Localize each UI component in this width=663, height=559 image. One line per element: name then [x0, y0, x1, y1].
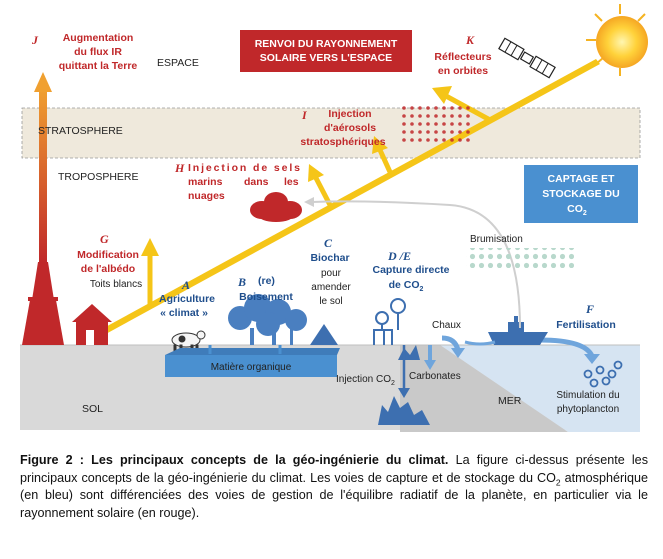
- zone-troposphere: TROPOSPHERE: [58, 171, 139, 183]
- concept-g-sub: Toits blancs: [90, 279, 142, 290]
- concept-de-line2: de CO2: [389, 279, 424, 293]
- house-icon: [72, 304, 112, 345]
- concept-g-line2: de l'albédo: [81, 263, 135, 275]
- zone-sea: MER: [498, 395, 522, 407]
- concept-b-letter: B: [237, 275, 246, 289]
- figure-caption: Figure 2 : Les principaux concepts de la…: [20, 452, 648, 522]
- carbonates-arrowhead: [424, 360, 436, 370]
- label-chaux: Chaux: [432, 320, 461, 331]
- chaux-arrowhead: [451, 348, 465, 358]
- caption-subscript: 2: [555, 477, 561, 488]
- concept-a-line1: Agriculture: [159, 293, 215, 305]
- concept-i-line2: d'aérosols: [324, 122, 376, 134]
- stratosphere-band: [21, 107, 641, 159]
- label-stimulation-2: phytoplancton: [557, 404, 619, 415]
- concept-j-line1: Augmentation: [63, 32, 134, 44]
- phytoplankton-icon: [583, 360, 623, 388]
- brumisation-path: [311, 200, 521, 329]
- blue-box-line1: CAPTAGE ET: [548, 173, 615, 185]
- radiation-management-box: [240, 30, 412, 72]
- satellite-icon: [498, 37, 556, 79]
- concept-k-line2: en orbites: [438, 65, 488, 77]
- caption-title: Figure 2 : Les principaux concepts de la…: [20, 453, 449, 467]
- concept-i-line1: Injection: [328, 108, 371, 120]
- concept-c-line1: pour: [321, 268, 342, 279]
- soil-slope: [400, 345, 568, 432]
- concept-h-line2a: marins: [188, 176, 223, 188]
- sunlight-beam: [100, 59, 600, 335]
- label-carbonates: Carbonates: [409, 371, 461, 382]
- forest-icon: [228, 294, 307, 345]
- infrared-arrow: [34, 72, 52, 263]
- caption-text-2: atmosphérique (en bleu) sont différencié…: [20, 470, 648, 520]
- co2-reservoir: [378, 396, 430, 425]
- brumisation-arrowhead: [304, 197, 314, 207]
- concept-c-title: Biochar: [310, 252, 349, 264]
- concept-h-line1: Injection de sels: [188, 162, 300, 174]
- concept-h-line3: nuages: [188, 190, 225, 202]
- label-injection-co2: Injection CO2: [336, 374, 395, 387]
- label-stimulation-1: Stimulation du: [556, 390, 619, 401]
- reflection-arrows: [141, 86, 492, 305]
- concept-c-line3: le sol: [319, 296, 342, 307]
- concept-h-line2b: dans: [244, 176, 269, 188]
- concept-c-line2: amender: [311, 282, 351, 293]
- label-brumisation: Brumisation: [470, 234, 523, 245]
- concept-de-letter: D /E: [387, 249, 411, 263]
- aerosol-dots: [398, 105, 470, 145]
- concept-i-letter: I: [301, 108, 308, 122]
- concept-j-letter: J: [31, 33, 39, 47]
- concept-g-line1: Modification: [77, 249, 139, 261]
- label-matiere-organique: Matière organique: [211, 362, 292, 373]
- concept-a-line2: « climat »: [160, 307, 208, 319]
- zone-stratosphere: STRATOSPHERE: [38, 125, 123, 137]
- concept-f-letter: F: [585, 302, 594, 316]
- caption-text-1: La figure ci-dessus présente les princip…: [20, 453, 648, 485]
- fertilisation-arrowhead: [584, 354, 600, 364]
- capture-storage-box: [524, 165, 638, 223]
- concept-de-line1: Capture directe: [372, 264, 449, 276]
- red-box-line2: SOLAIRE VERS L'ESPACE: [260, 52, 392, 64]
- concept-j-line3: quittant la Terre: [59, 60, 138, 72]
- direct-air-capture-icon: [373, 298, 406, 345]
- blue-box-line2: STOCKAGE DU: [542, 188, 619, 200]
- concept-a-letter: A: [181, 278, 190, 292]
- tower-icon: [22, 262, 64, 345]
- concept-f-line: Fertilisation: [556, 319, 616, 331]
- concept-h-letter: H: [174, 161, 185, 175]
- zone-soil: SOL: [82, 403, 103, 415]
- fertilisation-arrow: [539, 337, 595, 358]
- ship-icon: [464, 316, 548, 346]
- red-box-line1: RENVOI DU RAYONNEMENT: [255, 38, 398, 50]
- sea-water: [440, 345, 640, 432]
- biochar-pile: [310, 324, 338, 345]
- concept-h-line2c: les: [284, 176, 299, 188]
- concept-c-letter: C: [324, 236, 333, 250]
- concept-i-line3: stratosphériques: [300, 136, 385, 148]
- injection-arrowhead: [398, 388, 410, 398]
- blue-box-line3: CO2: [567, 203, 587, 217]
- concept-k-line1: Réflecteurs: [434, 51, 491, 63]
- brumisation-droplets: [466, 248, 574, 268]
- concept-g-letter: G: [100, 232, 109, 246]
- concept-k-letter: K: [465, 33, 475, 47]
- geoengineering-diagram: RENVOI DU RAYONNEMENT SOLAIRE VERS L'ESP…: [20, 4, 648, 432]
- concept-b-line: Boisement: [239, 291, 293, 303]
- concept-b-pre: (re): [258, 275, 275, 287]
- cloud-icon: [250, 192, 302, 222]
- zone-space: ESPACE: [157, 57, 199, 69]
- concept-j-line2: du flux IR: [74, 46, 122, 58]
